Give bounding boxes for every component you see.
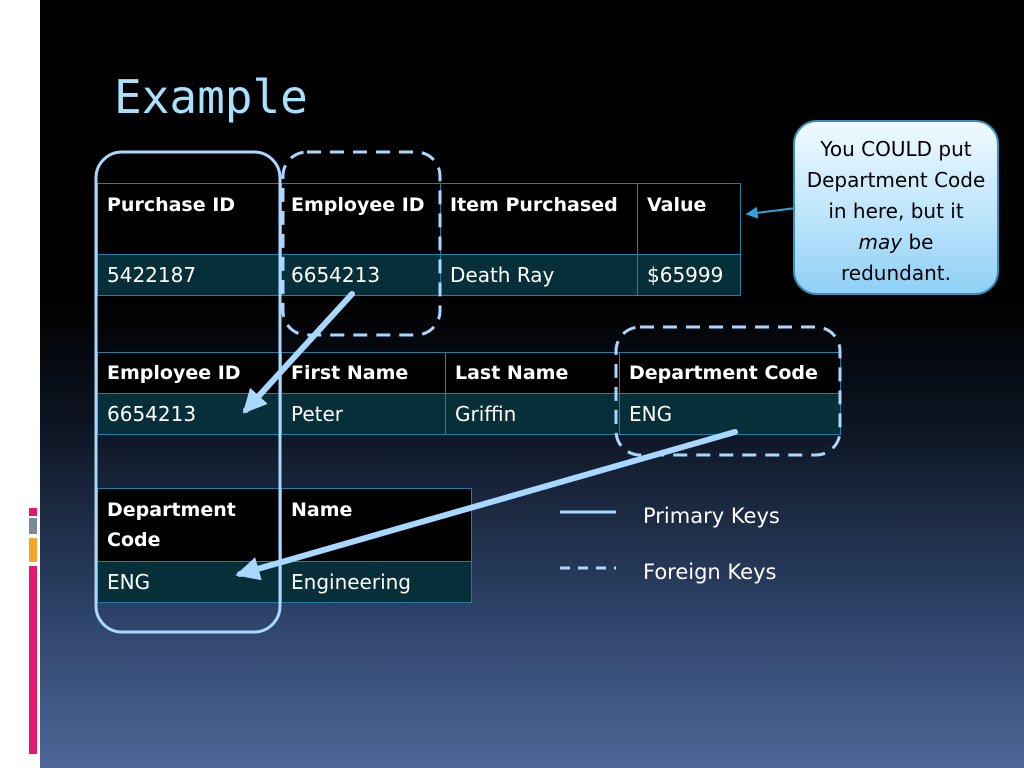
- table-cell: 5422187: [97, 254, 282, 296]
- foreign-key-outline-employee-id: [281, 150, 442, 337]
- column-header: Name: [281, 488, 472, 562]
- column-header: Department Code: [97, 488, 282, 562]
- table-cell: $65999: [637, 254, 741, 296]
- column-header: Department Code: [619, 352, 841, 394]
- table-cell: Engineering: [281, 561, 472, 603]
- table-header-row: Purchase ID Employee ID Item Purchased V…: [97, 183, 741, 255]
- departments-table: Department Code Name ENG Engineering: [97, 488, 472, 603]
- accent-bar-orange: [29, 538, 37, 562]
- employees-table: Employee ID First Name Last Name Departm…: [97, 352, 841, 435]
- table-row: 6654213 Peter Griffin ENG: [97, 393, 841, 435]
- column-header: Item Purchased: [440, 183, 638, 255]
- column-header: Value: [637, 183, 741, 255]
- arrow-department-link: [235, 429, 738, 581]
- legend-foreign-keys-label: Foreign Keys: [643, 560, 777, 584]
- callout-pointer-arrow: [745, 206, 797, 219]
- callout-emphasis: may: [858, 230, 903, 254]
- column-header: Last Name: [445, 352, 620, 394]
- redundancy-callout: You COULD put Department Code in here, b…: [793, 120, 999, 295]
- callout-text-end: be redundant.: [841, 230, 951, 285]
- table-row: ENG Engineering: [97, 561, 472, 603]
- foreign-key-outline-department-code: [614, 325, 842, 457]
- slide-title: Example: [114, 70, 308, 124]
- table-cell: 6654213: [97, 393, 282, 435]
- arrow-employee-link: [242, 291, 355, 414]
- primary-key-outline: [94, 150, 282, 634]
- column-header: Employee ID: [97, 352, 282, 394]
- column-header: Employee ID: [281, 183, 441, 255]
- purchases-table: Purchase ID Employee ID Item Purchased V…: [97, 183, 741, 296]
- table-header-row: Employee ID First Name Last Name Departm…: [97, 352, 841, 394]
- accent-bar-pink: [29, 566, 37, 754]
- table-cell: Death Ray: [440, 254, 638, 296]
- table-cell: Peter: [281, 393, 446, 435]
- table-header-row: Department Code Name: [97, 488, 472, 562]
- table-cell: ENG: [619, 393, 841, 435]
- accent-bar-gray: [29, 518, 37, 534]
- column-header: First Name: [281, 352, 446, 394]
- legend-primary-keys-label: Primary Keys: [643, 504, 780, 528]
- table-cell: 6654213: [281, 254, 441, 296]
- table-row: 5422187 6654213 Death Ray $65999: [97, 254, 741, 296]
- table-cell: Griffin: [445, 393, 620, 435]
- accent-bar-pink-small: [29, 508, 37, 516]
- callout-text: You COULD put Department Code in here, b…: [806, 137, 986, 223]
